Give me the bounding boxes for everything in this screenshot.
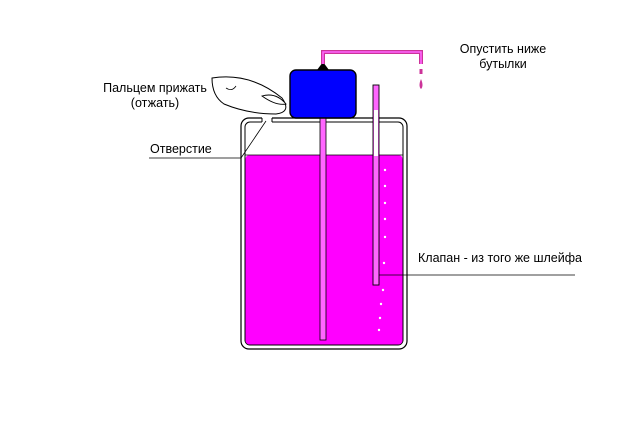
outlet-tube	[321, 50, 423, 64]
hole	[262, 117, 272, 123]
finger-knuckle-line	[225, 85, 237, 90]
main-tube	[319, 107, 327, 341]
lower-note-line2: бутылки	[479, 57, 527, 71]
press-with-finger-label: Пальцем прижать (отжать)	[92, 81, 218, 111]
cap	[289, 69, 357, 119]
lower-than-bottle-label: Опустить ниже бутылки	[448, 42, 558, 72]
finger-note-line1: Пальцем прижать	[103, 81, 207, 95]
drop-large	[419, 79, 423, 89]
finger-note-line2: (отжать)	[130, 96, 180, 110]
finger	[211, 76, 287, 115]
valve-tube	[372, 84, 380, 286]
drop-small	[419, 69, 423, 74]
valve-tube-air-section	[374, 110, 378, 156]
fingernail	[260, 94, 287, 105]
lower-note-line1: Опустить ниже	[459, 42, 547, 56]
outlet-tube-edge	[322, 51, 422, 64]
cap-nozzle	[317, 62, 329, 70]
hole-label: Отверстие	[150, 142, 212, 156]
hole-leader-line	[149, 120, 267, 159]
bubbles	[377, 168, 387, 332]
valve-label: Клапан - из того же шлейфа	[418, 251, 582, 265]
